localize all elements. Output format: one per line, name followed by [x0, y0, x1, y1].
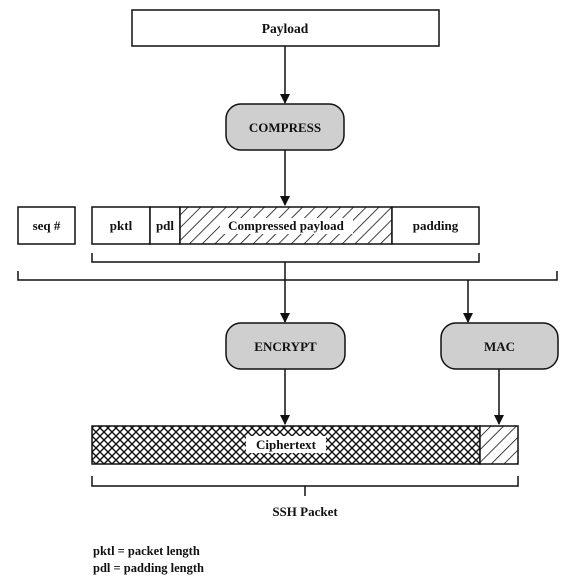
ssh-packet-label: SSH Packet: [272, 504, 338, 519]
seq-box: [17, 206, 76, 245]
padding-label: padding: [413, 218, 459, 233]
mac-input-bracket: [17, 271, 558, 281]
ssh-packet-bracket: [91, 476, 519, 487]
pdl-label: pdl: [156, 218, 174, 233]
pktl-box: [91, 206, 151, 245]
legend-pdl: pdl = padding length: [93, 561, 204, 575]
compress-label: COMPRESS: [249, 120, 321, 135]
legend-pktl: pktl = packet length: [93, 544, 200, 558]
seq-label: seq #: [33, 218, 61, 233]
encrypt-label: ENCRYPT: [254, 339, 317, 354]
mac-label: MAC: [484, 339, 515, 354]
ciphertext-label: Ciphertext: [256, 437, 317, 452]
legend: pktl = packet length pdl = padding lengt…: [93, 543, 204, 577]
compressed-payload-label: Compressed payload: [228, 218, 344, 233]
payload-label: Payload: [262, 21, 309, 36]
padding-box: [391, 206, 480, 245]
packet-fields-bracket: [91, 253, 480, 263]
mac-tag-box: [479, 425, 519, 465]
compressed-payload-label-bg: [220, 218, 353, 234]
payload-box: [131, 9, 440, 47]
ciphertext-label-bg: [246, 436, 326, 453]
pktl-label: pktl: [110, 218, 133, 233]
